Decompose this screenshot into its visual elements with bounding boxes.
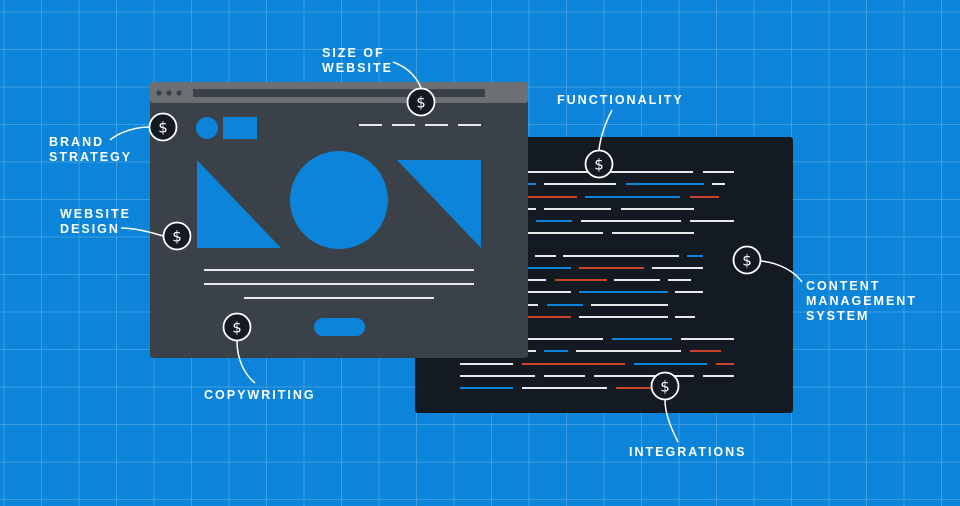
badge-brand-strategy: $	[148, 112, 178, 142]
dollar-icon: $	[158, 119, 168, 137]
dollar-icon: $	[416, 94, 426, 112]
browser-window	[150, 82, 528, 358]
badge-functionality: $	[584, 149, 614, 179]
cta-button	[314, 318, 365, 336]
window-dot-icon	[166, 90, 172, 96]
dollar-icon: $	[660, 378, 670, 396]
dollar-icon: $	[742, 252, 752, 270]
logo-circle	[196, 117, 218, 139]
hero-triangle-right	[397, 160, 481, 248]
hero-circle	[290, 151, 388, 249]
window-dot-icon	[156, 90, 162, 96]
badge-copywriting: $	[222, 312, 252, 342]
address-bar	[193, 89, 485, 97]
hero-triangle-left	[197, 160, 281, 248]
label-copywriting: COPYWRITING	[204, 388, 316, 402]
label-integrations: INTEGRATIONS	[629, 445, 747, 459]
window-dot-icon	[176, 90, 182, 96]
dollar-icon: $	[232, 319, 242, 337]
label-functionality: FUNCTIONALITY	[557, 93, 684, 107]
badge-size-of-website: $	[406, 87, 436, 117]
badge-website-design: $	[162, 221, 192, 251]
logo-rect	[223, 117, 257, 139]
badge-integrations: $	[650, 371, 680, 401]
connectors	[109, 61, 803, 443]
badge-content-management-system: $	[732, 245, 762, 275]
dollar-icon: $	[594, 156, 604, 174]
text-lines	[204, 269, 474, 299]
dollar-icon: $	[172, 228, 182, 246]
